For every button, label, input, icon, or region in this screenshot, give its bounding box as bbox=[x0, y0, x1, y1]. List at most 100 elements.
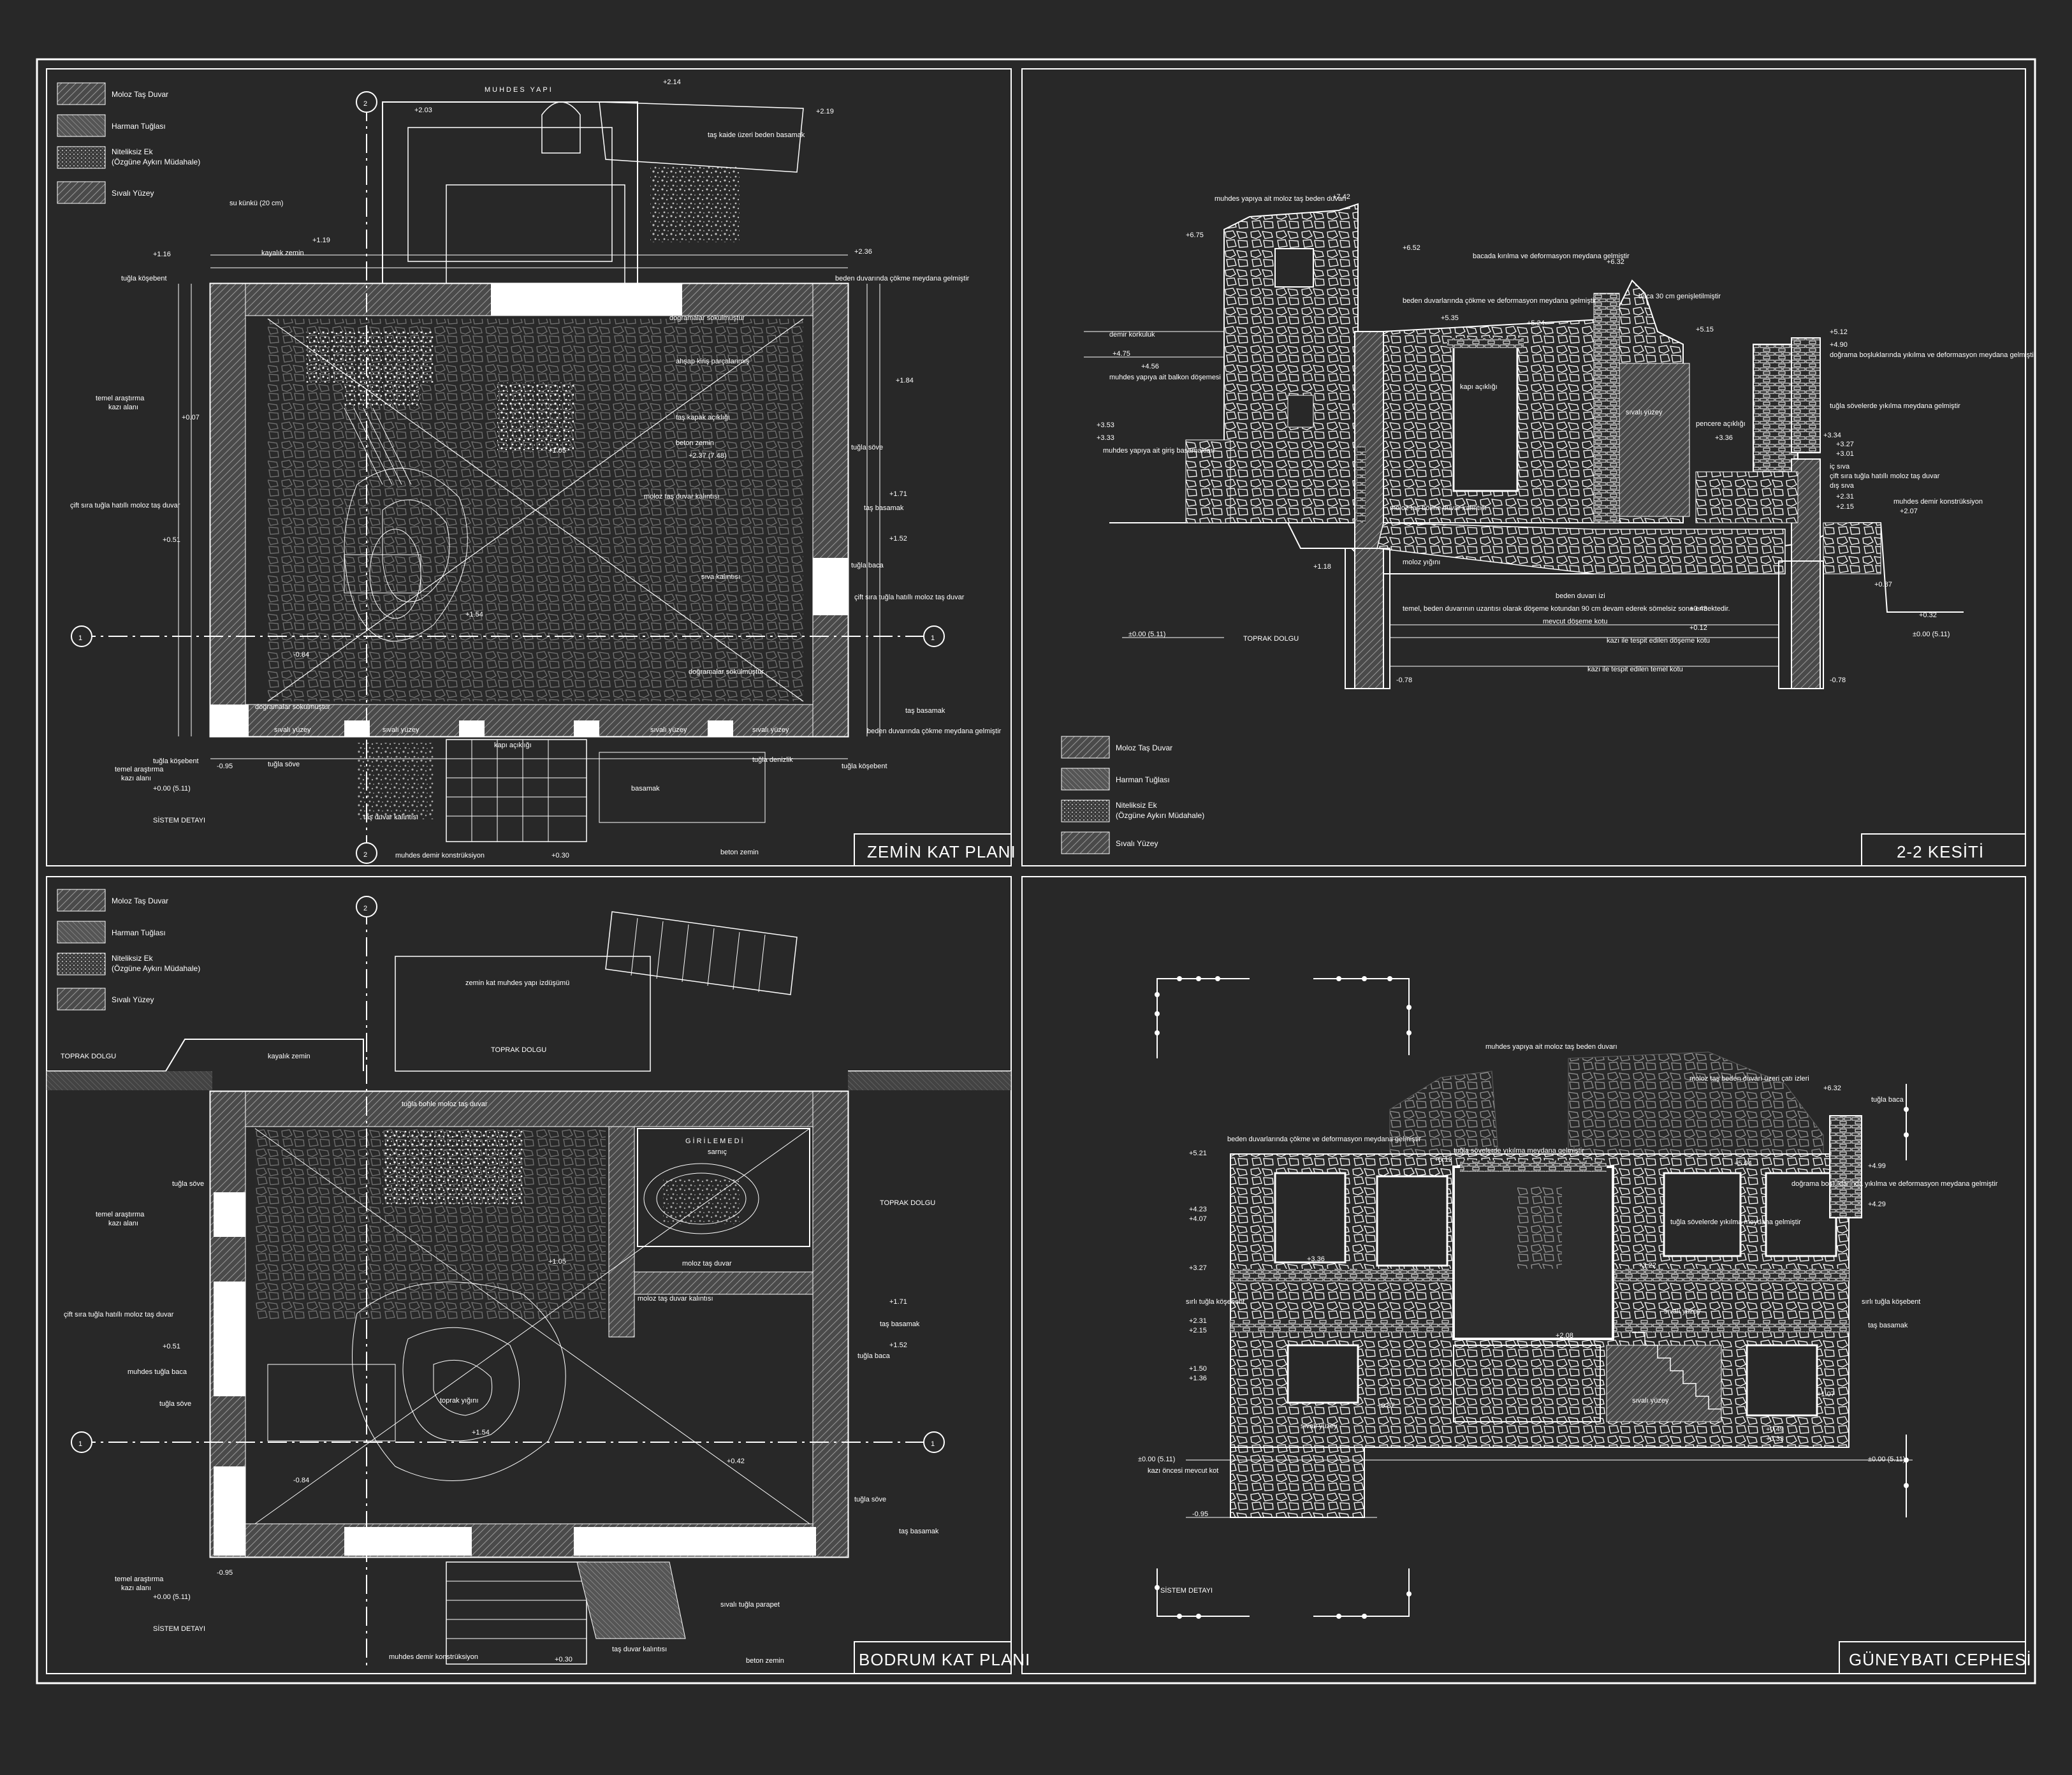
panel-guneybati-cephesi: GÜNEYBATI CEPHESİ bbox=[1021, 876, 2031, 1674]
svg-text:temel araştırma: temel araştırma bbox=[96, 1211, 145, 1218]
svg-text:+5.15: +5.15 bbox=[1696, 326, 1714, 333]
svg-text:+3.27: +3.27 bbox=[1189, 1264, 1207, 1272]
svg-text:+3.01: +3.01 bbox=[1836, 450, 1854, 458]
svg-text:+0.42: +0.42 bbox=[727, 1457, 745, 1465]
svg-text:GİRİLEMEDİ: GİRİLEMEDİ bbox=[685, 1137, 745, 1145]
svg-text:moloz taş beden duvarı üzeri ç: moloz taş beden duvarı üzeri çatı izleri bbox=[1689, 1075, 1809, 1083]
svg-text:beden duvarında çökme meydana: beden duvarında çökme meydana gelmiştir bbox=[835, 275, 970, 282]
svg-text:+2.08: +2.08 bbox=[1556, 1332, 1573, 1340]
svg-text:SİSTEM DETAYI: SİSTEM DETAYI bbox=[153, 1625, 205, 1633]
svg-text:+3.22: +3.22 bbox=[1638, 1262, 1656, 1269]
svg-text:-0.95: -0.95 bbox=[217, 763, 233, 770]
svg-text:kazı alanı: kazı alanı bbox=[121, 775, 151, 782]
svg-text:+1.52: +1.52 bbox=[889, 535, 907, 543]
svg-text:kazı öncesi mevcut kot: kazı öncesi mevcut kot bbox=[1148, 1467, 1218, 1475]
svg-text:1: 1 bbox=[931, 634, 935, 642]
svg-text:2: 2 bbox=[363, 100, 367, 108]
svg-text:Niteliksiz Ek: Niteliksiz Ek bbox=[1116, 801, 1158, 810]
svg-text:+1.05: +1.05 bbox=[548, 447, 566, 455]
svg-text:+2.31: +2.31 bbox=[1836, 493, 1854, 500]
svg-text:+1.84: +1.84 bbox=[896, 377, 914, 384]
svg-text:iç sıva: iç sıva bbox=[1830, 463, 1850, 471]
svg-text:muhdes demir konstrüksiyon: muhdes demir konstrüksiyon bbox=[1893, 498, 1983, 506]
svg-text:+1.71: +1.71 bbox=[889, 490, 907, 498]
svg-text:sarnıç: sarnıç bbox=[708, 1148, 727, 1156]
svg-text:+2.15: +2.15 bbox=[1189, 1327, 1207, 1334]
svg-text:beton zemin: beton zemin bbox=[746, 1657, 784, 1665]
svg-text:sıvalı yüzey: sıvalı yüzey bbox=[1664, 1308, 1701, 1315]
svg-text:beden duvarı izi: beden duvarı izi bbox=[1556, 592, 1605, 600]
svg-text:+6.32: +6.32 bbox=[1823, 1085, 1841, 1092]
svg-text:kapı açıklığı: kapı açıklığı bbox=[494, 741, 532, 749]
svg-text:TOPRAK DOLGU: TOPRAK DOLGU bbox=[1243, 635, 1299, 643]
svg-text:basamak: basamak bbox=[631, 785, 660, 793]
svg-text:+1.54: +1.54 bbox=[472, 1429, 490, 1436]
svg-text:tuğla baca: tuğla baca bbox=[1871, 1096, 1904, 1104]
svg-text:çift sıra tuğla hatıllı moloz: çift sıra tuğla hatıllı moloz taş duvar bbox=[1830, 472, 1940, 480]
svg-text:taş basamak: taş basamak bbox=[1868, 1322, 1908, 1329]
svg-text:kazı alanı: kazı alanı bbox=[108, 404, 138, 411]
svg-text:tuğla sövelerde yıkılma meydan: tuğla sövelerde yıkılma meydana gelmişti… bbox=[1830, 402, 1960, 410]
svg-text:sıvalı yüzey: sıvalı yüzey bbox=[1626, 409, 1663, 416]
svg-text:+0.30: +0.30 bbox=[551, 852, 569, 859]
svg-text:muhdes tuğla baca: muhdes tuğla baca bbox=[128, 1368, 187, 1376]
svg-text:zemin kat muhdes yapı izdüşümü: zemin kat muhdes yapı izdüşümü bbox=[465, 979, 569, 987]
svg-text:doğramalar sökülmüştür: doğramalar sökülmüştür bbox=[669, 314, 745, 322]
svg-text:+3.33: +3.33 bbox=[1097, 434, 1114, 442]
panel-bodrum-kat-plani: BODRUM KAT PLANI Moloz Taş Duvar Harman … bbox=[46, 876, 1030, 1674]
svg-text:+1.36: +1.36 bbox=[1189, 1375, 1207, 1382]
panel-frame bbox=[1021, 876, 2026, 1674]
svg-text:Sıvalı Yüzey: Sıvalı Yüzey bbox=[1116, 839, 1158, 848]
svg-text:sıvalı yüzey: sıvalı yüzey bbox=[752, 726, 789, 734]
svg-text:(Özgüne Aykırı Müdahale): (Özgüne Aykırı Müdahale) bbox=[1116, 811, 1204, 820]
svg-text:-0.95: -0.95 bbox=[1192, 1510, 1208, 1518]
svg-text:+6.32: +6.32 bbox=[1607, 258, 1624, 266]
svg-text:Niteliksiz Ek: Niteliksiz Ek bbox=[112, 147, 154, 156]
svg-text:+0.33: +0.33 bbox=[1766, 1435, 1784, 1443]
svg-text:sıvalı tuğla parapet: sıvalı tuğla parapet bbox=[720, 1601, 780, 1609]
panel-frame bbox=[46, 68, 1012, 866]
svg-text:TOPRAK DOLGU: TOPRAK DOLGU bbox=[491, 1046, 546, 1054]
svg-text:toprak yığını: toprak yığını bbox=[440, 1397, 479, 1405]
svg-text:temel araştırma: temel araştırma bbox=[96, 395, 145, 402]
svg-text:+3.36: +3.36 bbox=[1307, 1255, 1325, 1263]
legend: Moloz Taş Duvar Harman Tuğlası Niteliksi… bbox=[57, 82, 200, 204]
svg-text:-0.84: -0.84 bbox=[293, 651, 309, 659]
svg-text:tuğla söve: tuğla söve bbox=[268, 761, 300, 768]
panel-title: BODRUM KAT PLANI bbox=[859, 1650, 1030, 1669]
svg-text:tuğla sövelerde yıkılma meydan: tuğla sövelerde yıkılma meydana gelmişti… bbox=[1454, 1147, 1584, 1155]
svg-text:+4.07: +4.07 bbox=[1189, 1215, 1207, 1223]
svg-text:+1.07: +1.07 bbox=[1817, 1391, 1835, 1398]
svg-text:SİSTEM DETAYI: SİSTEM DETAYI bbox=[1160, 1586, 1213, 1595]
svg-text:+3.27: +3.27 bbox=[1836, 441, 1854, 448]
svg-text:-0.84: -0.84 bbox=[293, 1477, 309, 1484]
svg-text:SİSTEM DETAYI: SİSTEM DETAYI bbox=[153, 816, 205, 824]
panel-zemin-kat-plani: ZEMİN KAT PLANI Moloz Taş Duvar Harman T… bbox=[46, 68, 1016, 866]
svg-text:taş basamak: taş basamak bbox=[864, 504, 904, 512]
svg-text:-0.95: -0.95 bbox=[217, 1569, 233, 1577]
svg-text:beden duvarında çökme meydana: beden duvarında çökme meydana gelmiştir bbox=[867, 727, 1002, 735]
svg-text:+1.52: +1.52 bbox=[889, 1341, 907, 1349]
svg-text:muhdes yapıya ait balkon döşem: muhdes yapıya ait balkon döşemesi bbox=[1109, 374, 1221, 381]
svg-text:+2.15: +2.15 bbox=[1836, 503, 1854, 511]
svg-text:kazı ile tespit edilen döşeme: kazı ile tespit edilen döşeme kotu bbox=[1607, 637, 1710, 645]
svg-text:+5.04: +5.04 bbox=[1734, 1160, 1752, 1167]
panel-title: 2-2 KESİTİ bbox=[1897, 842, 1984, 861]
svg-text:1: 1 bbox=[78, 634, 82, 642]
svg-text:+0.51: +0.51 bbox=[163, 1343, 180, 1350]
svg-text:moloz taş bölme duvar kalıntıs: moloz taş bölme duvar kalıntısı bbox=[1390, 504, 1487, 512]
svg-text:±0.00 (5.11): ±0.00 (5.11) bbox=[1138, 1456, 1175, 1463]
svg-text:+0.51: +0.51 bbox=[163, 536, 180, 544]
svg-text:+2.31: +2.31 bbox=[1189, 1317, 1207, 1325]
svg-text:+2.19: +2.19 bbox=[816, 108, 834, 115]
svg-text:beton zemin: beton zemin bbox=[720, 849, 759, 856]
svg-text:(Özgüne Aykırı Müdahale): (Özgüne Aykırı Müdahale) bbox=[112, 964, 200, 973]
svg-text:+2.14: +2.14 bbox=[663, 78, 681, 86]
svg-text:2: 2 bbox=[363, 905, 367, 912]
svg-text:beden duvarlarında çökme ve de: beden duvarlarında çökme ve deformasyon … bbox=[1227, 1136, 1421, 1143]
svg-text:tuğla köşebent: tuğla köşebent bbox=[842, 763, 887, 770]
svg-text:doğrama boşluklarında yıkılma: doğrama boşluklarında yıkılma ve deforma… bbox=[1830, 351, 2036, 359]
svg-text:sıva kalıntısı: sıva kalıntısı bbox=[701, 573, 740, 581]
svg-text:sırlı tuğla köşebent: sırlı tuğla köşebent bbox=[1862, 1298, 1920, 1306]
